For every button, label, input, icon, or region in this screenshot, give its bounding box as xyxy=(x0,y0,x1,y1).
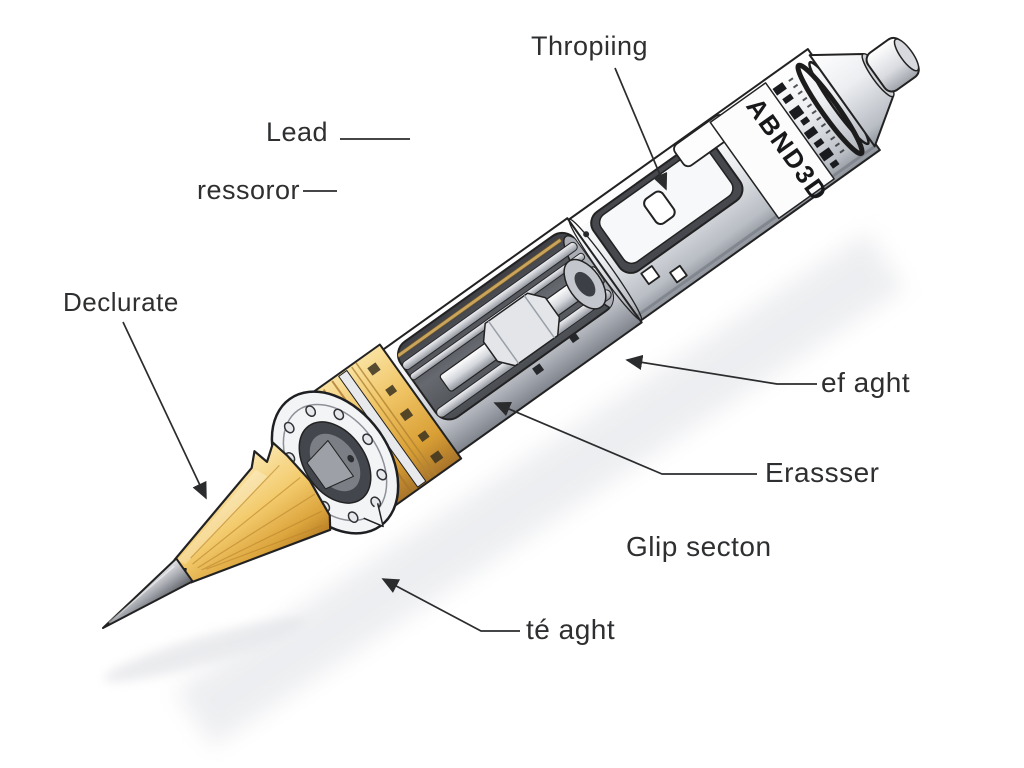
label-thropiing: Thropiing xyxy=(531,31,649,61)
tip-hub xyxy=(306,440,354,490)
wood-grain xyxy=(190,464,323,571)
internal-mechanism xyxy=(396,235,620,418)
label-erassser: Erassser xyxy=(765,457,880,488)
label-declurate: Declurate xyxy=(63,287,179,317)
label-ef-aght: ef aght xyxy=(821,367,911,398)
clip-window xyxy=(583,114,744,286)
push-button xyxy=(865,36,920,93)
leader-declurate xyxy=(122,321,207,500)
leader-thropiing xyxy=(614,67,668,191)
label-te-aght: té aght xyxy=(526,614,616,645)
leader-ef-aght xyxy=(625,354,817,385)
cast-shadow xyxy=(103,231,905,747)
graphite-tip xyxy=(102,557,194,629)
label-ressoror: ressoror xyxy=(197,175,301,205)
leader-erassser xyxy=(493,401,757,475)
label-lead: Lead xyxy=(266,117,329,147)
bezel-screw-holes xyxy=(283,405,388,523)
barcode-marks xyxy=(772,82,840,169)
clutch-collar xyxy=(482,292,561,367)
barrel-cutaway xyxy=(379,217,643,457)
label-glip-secton: Glip secton xyxy=(626,531,772,562)
leader-te-aght xyxy=(381,578,520,632)
wood-cone xyxy=(173,441,332,584)
bezel-face xyxy=(270,390,400,535)
fine-print-marks xyxy=(788,77,845,154)
band-slots xyxy=(367,362,444,464)
leader-lines xyxy=(122,67,817,632)
bezel-notch xyxy=(363,503,384,528)
